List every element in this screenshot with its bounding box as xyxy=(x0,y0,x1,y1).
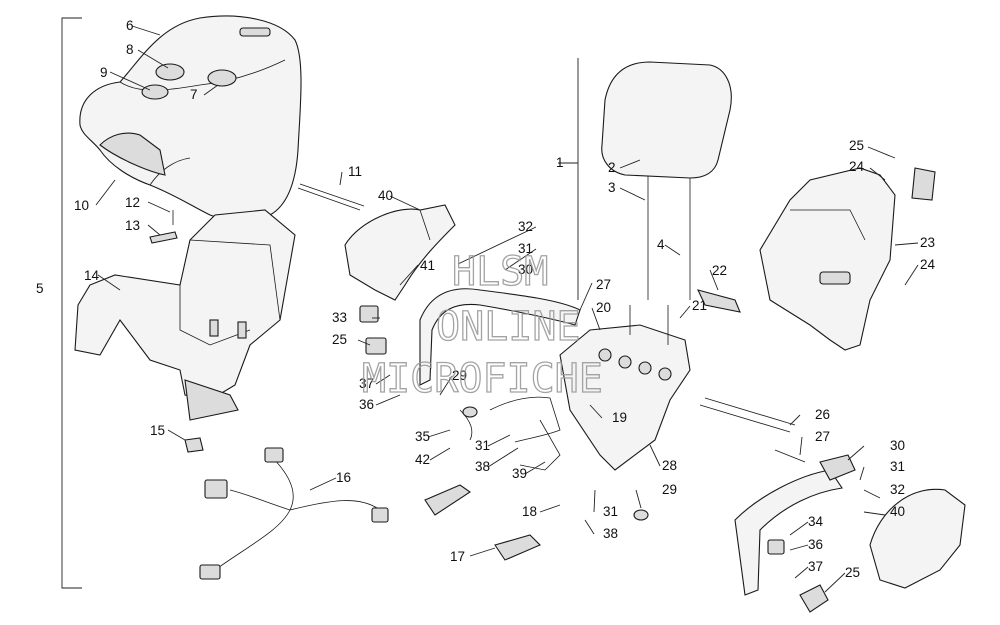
switch-25c xyxy=(799,584,829,613)
latch-17a xyxy=(424,484,471,516)
callout-18: 18 xyxy=(522,504,537,519)
callout-27b: 27 xyxy=(815,429,830,444)
callout-12: 12 xyxy=(125,195,140,210)
clip-13 xyxy=(149,231,178,244)
seat-base xyxy=(74,209,296,421)
callout-24b: 24 xyxy=(920,257,936,272)
callout-8: 8 xyxy=(126,42,134,57)
callout-2: 2 xyxy=(608,160,616,175)
callout-32: 32 xyxy=(518,219,533,234)
callout-24: 24 xyxy=(849,159,865,174)
watermark-line-3: MICROFICHE xyxy=(362,356,603,402)
callout-25b: 25 xyxy=(332,332,347,347)
callout-15: 15 xyxy=(150,423,165,438)
callout-25: 25 xyxy=(849,138,864,153)
watermark-line-1: HLSM xyxy=(452,249,548,295)
callout-38: 38 xyxy=(475,459,490,474)
right-arm-rail xyxy=(734,454,856,596)
seat-cushion xyxy=(79,15,302,226)
callout-39: 39 xyxy=(512,466,527,481)
seat-assembly-bracket xyxy=(61,17,82,589)
callout-21: 21 xyxy=(692,298,707,313)
callout-1: 1 xyxy=(556,155,564,170)
callout-25c: 25 xyxy=(845,565,860,580)
callout-40: 40 xyxy=(378,188,393,203)
callout-31b: 31 xyxy=(475,438,490,453)
callout-35: 35 xyxy=(415,429,430,444)
switch-25 xyxy=(365,337,387,355)
watermark: HLSM ONLINE MICROFICHE xyxy=(361,248,603,402)
backrest-housing xyxy=(759,167,936,351)
callout-30: 30 xyxy=(518,262,533,277)
callout-13: 13 xyxy=(125,218,140,233)
strap-11 xyxy=(297,183,365,211)
backrest-frame xyxy=(559,305,691,471)
callout-34: 34 xyxy=(808,514,824,529)
wire-harness xyxy=(199,447,389,580)
callout-31d: 31 xyxy=(890,459,905,474)
callout-36: 36 xyxy=(359,397,374,412)
callout-42: 42 xyxy=(415,452,430,467)
callout-32b: 32 xyxy=(890,482,905,497)
callout-6: 6 xyxy=(126,18,134,33)
switch-34 xyxy=(767,539,785,555)
shroud-40 xyxy=(344,204,456,301)
bracket-22 xyxy=(697,289,741,313)
rod-26 xyxy=(699,397,796,433)
callout-40b: 40 xyxy=(890,504,905,519)
callout-5: 5 xyxy=(36,281,44,296)
callout-19: 19 xyxy=(612,410,627,425)
callout-23: 23 xyxy=(920,235,935,250)
callout-30b: 30 xyxy=(890,438,905,453)
callout-36b: 36 xyxy=(808,537,823,552)
callout-16: 16 xyxy=(336,470,351,485)
callout-37b: 37 xyxy=(808,559,823,574)
switch-33 xyxy=(359,305,379,323)
callout-7: 7 xyxy=(190,87,198,102)
washer-29 xyxy=(462,406,478,418)
rod-27 xyxy=(774,449,806,463)
callout-38b: 38 xyxy=(603,526,618,541)
callout-20: 20 xyxy=(596,300,611,315)
callout-29: 29 xyxy=(452,368,467,383)
callout-10: 10 xyxy=(74,198,89,213)
callout-37: 37 xyxy=(359,376,374,391)
latch-17b xyxy=(494,534,541,561)
callout-3: 3 xyxy=(608,180,616,195)
backrest-pad xyxy=(601,61,732,300)
callout-28: 28 xyxy=(662,458,677,473)
callout-4: 4 xyxy=(657,237,665,252)
callout-26: 26 xyxy=(815,407,830,422)
callout-11: 11 xyxy=(348,164,362,179)
callout-labels: 6 8 9 7 10 12 13 5 14 15 16 11 40 41 32 … xyxy=(36,18,936,593)
callout-9: 9 xyxy=(100,65,108,80)
callout-22: 22 xyxy=(712,263,727,278)
right-shroud-40 xyxy=(869,488,966,589)
callout-17: 17 xyxy=(450,549,465,564)
callout-33: 33 xyxy=(332,310,347,325)
clip-15 xyxy=(184,437,204,453)
callout-14: 14 xyxy=(84,268,100,283)
lower-bracket xyxy=(459,396,561,471)
callout-27: 27 xyxy=(596,277,611,292)
washer-29b xyxy=(633,509,649,521)
arm-rail xyxy=(419,288,581,386)
watermark-line-2: ONLINE xyxy=(436,304,581,350)
callout-29b: 29 xyxy=(662,482,677,497)
callout-31c: 31 xyxy=(603,504,618,519)
callout-31: 31 xyxy=(518,241,533,256)
callout-41: 41 xyxy=(420,258,435,273)
